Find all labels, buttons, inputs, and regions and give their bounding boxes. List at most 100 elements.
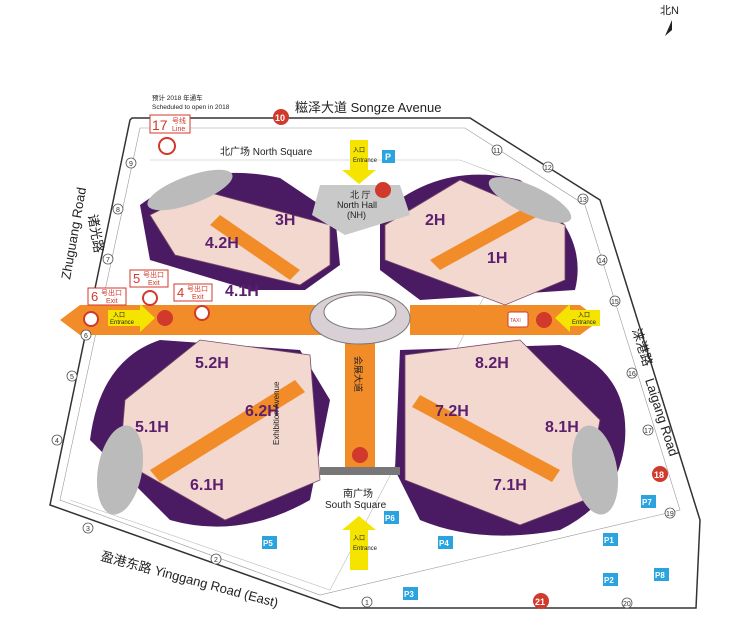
bus-stop-label: 10 xyxy=(275,113,285,123)
north-square-label: 北广场 North Square xyxy=(220,145,313,158)
gate-number: 9 xyxy=(129,161,133,168)
metro-note-cn: 预计 2018 年通车 xyxy=(152,93,203,102)
road-north: 糍泽大道 Songze Avenue xyxy=(295,100,441,115)
exit-num: 5 xyxy=(133,271,140,286)
entrance-en: Entrance xyxy=(353,158,378,164)
taxi-icon xyxy=(507,311,529,328)
parking-icon xyxy=(262,536,277,549)
gate-marker xyxy=(51,434,63,446)
gate-number: 6 xyxy=(84,333,88,340)
parking-label: P1 xyxy=(604,536,614,545)
exit-num: 6 xyxy=(91,289,98,304)
gate-marker xyxy=(491,144,503,156)
bus-stop-icon xyxy=(652,466,668,482)
exit-cn: 号出口 xyxy=(101,288,122,297)
bus-stop-icon xyxy=(533,593,549,609)
entrance-cn: 入口 xyxy=(353,535,365,542)
gate-number: 17 xyxy=(644,428,652,435)
corridor-nw xyxy=(210,215,300,280)
gate-number: 13 xyxy=(579,197,587,204)
entrance-arrow-north xyxy=(342,140,376,184)
bus-stop-label: 21 xyxy=(535,597,545,607)
north-arrow-icon xyxy=(665,20,672,36)
parking-icon xyxy=(641,495,656,508)
gate-marker xyxy=(642,424,654,436)
parking-icon xyxy=(403,587,418,600)
hall-label: 6.2H xyxy=(245,403,279,420)
gate-marker xyxy=(112,203,124,215)
entrance-arrow-south xyxy=(342,516,376,570)
person-icon xyxy=(157,310,173,326)
entrance-en: Entrance xyxy=(572,320,597,326)
exit-en: Exit xyxy=(148,280,160,287)
south-steps xyxy=(320,467,400,475)
entrance-arrow-west xyxy=(108,304,155,332)
metro-note-en: Scheduled to open in 2018 xyxy=(152,104,230,111)
gate-number: 12 xyxy=(544,165,552,172)
gate-number: 5 xyxy=(70,374,74,381)
entrance-cn: 入口 xyxy=(353,147,365,154)
exit-num: 4 xyxy=(177,285,184,300)
compass-label: 北N xyxy=(660,4,679,17)
gate-marker xyxy=(609,295,621,307)
central-ring-inner xyxy=(323,294,397,330)
hall-label: 4.1H xyxy=(225,283,259,300)
hall-cap-nw xyxy=(147,169,233,211)
hall-label: 7.1H xyxy=(493,477,527,494)
south-square-en: South Square xyxy=(325,500,387,511)
exit-en: Exit xyxy=(106,298,118,305)
corridor-sw xyxy=(150,380,305,482)
hall-label: 6.1H xyxy=(190,477,224,494)
gate-number: 4 xyxy=(55,438,59,445)
person-icon xyxy=(375,182,391,198)
gate-number: 1 xyxy=(365,600,369,607)
gate-number: 16 xyxy=(628,371,636,378)
road-west-en: Zhuguang Road xyxy=(58,186,89,280)
exhibition-avenue-cn: 会展大道 xyxy=(353,356,364,392)
parking-label: P2 xyxy=(604,576,614,585)
parking-label: P xyxy=(385,152,391,162)
gate-marker xyxy=(626,367,638,379)
entrance-cn: 入口 xyxy=(113,312,125,319)
hall-cap-sw xyxy=(96,425,144,515)
parking-label: P3 xyxy=(404,590,414,599)
parking-icon xyxy=(654,568,669,581)
exhibition-avenue-en: Exhibition Avenue xyxy=(272,381,281,445)
gate-markers: 1 2 3 4 5 6 7 8 9 11 12 13 14 15 16 17 1… xyxy=(51,144,676,609)
gate-marker xyxy=(66,370,78,382)
metro-line-cn: 号线 xyxy=(172,116,186,125)
south-square-cn: 南广场 xyxy=(343,487,373,500)
parking-icon xyxy=(438,536,453,549)
road-west-cn: 诸光路 xyxy=(85,213,107,254)
parking-icon xyxy=(384,511,399,524)
avenue-east xyxy=(410,305,580,335)
gate-marker xyxy=(596,254,608,266)
gate-number: 2 xyxy=(214,557,218,564)
gate-marker xyxy=(664,507,676,519)
metro-icon xyxy=(142,290,158,306)
exit-cn: 号出口 xyxy=(143,270,164,279)
gate-number: 7 xyxy=(106,257,110,264)
hall-label: 5.2H xyxy=(195,355,229,372)
bus-stop-label: 18 xyxy=(654,470,664,480)
gate-marker xyxy=(102,253,114,265)
gate-number: 19 xyxy=(666,511,674,518)
metro-icon xyxy=(194,305,210,321)
gate-number: 8 xyxy=(116,207,120,214)
avenue-west-tip xyxy=(60,305,80,335)
corridor-se xyxy=(412,395,560,482)
metro-line-en: Line xyxy=(172,126,185,133)
gate-marker xyxy=(210,553,222,565)
parking-label: P4 xyxy=(439,539,449,548)
hall-label: 8.1H xyxy=(545,419,579,436)
parking-icon xyxy=(603,533,618,546)
metro-icon xyxy=(83,311,99,327)
person-icon xyxy=(352,447,368,463)
north-hall-abbr: (NH) xyxy=(347,210,366,220)
gate-number: 14 xyxy=(598,258,606,265)
gate-marker xyxy=(125,157,137,169)
metro-icon xyxy=(158,137,176,155)
hall-cap-ne xyxy=(488,177,572,223)
person-icon xyxy=(536,312,552,328)
gate-marker xyxy=(361,596,373,608)
